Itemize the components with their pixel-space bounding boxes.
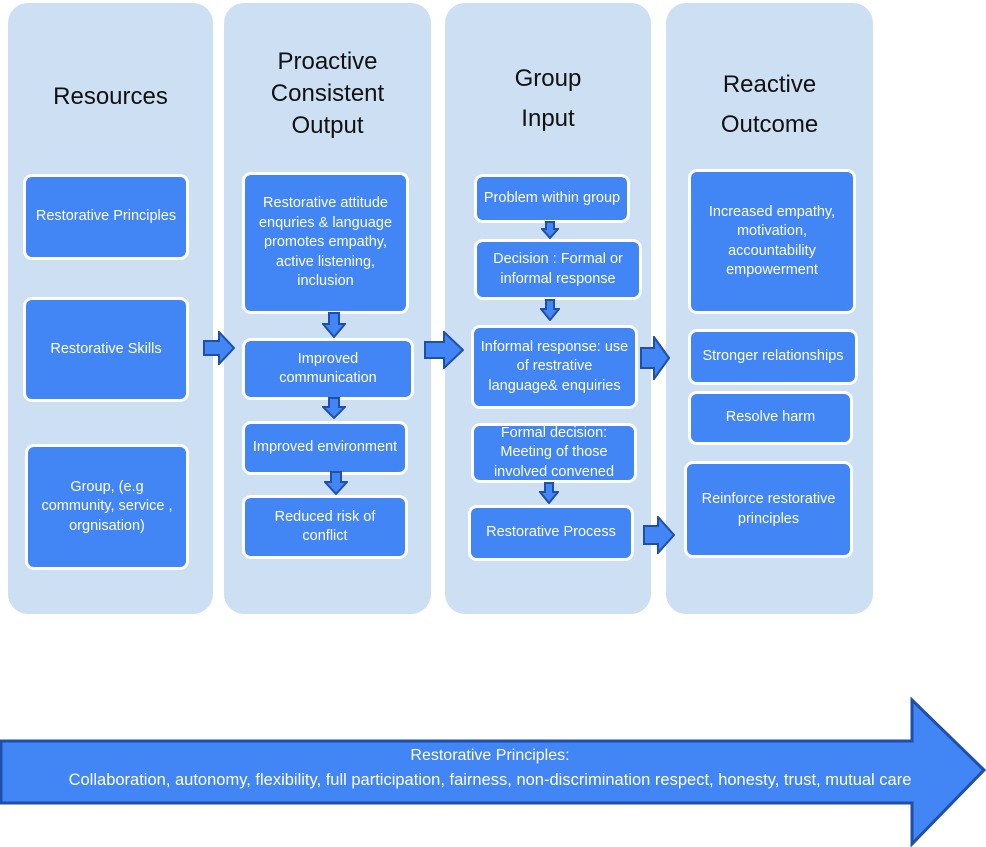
arrow-down-icon bbox=[324, 471, 348, 495]
column-title: Reactive Outcome bbox=[720, 71, 819, 138]
box-formal-decision: Formal decision: Meeting of those involv… bbox=[471, 423, 637, 483]
box-decision: Decision : Formal or informal response bbox=[474, 239, 642, 300]
box-restorative-attitude: Restorative attitude enquries & language… bbox=[242, 172, 409, 314]
arrow-down-icon bbox=[322, 397, 346, 419]
box-group: Group, (e.g community, service , orgnisa… bbox=[25, 444, 189, 570]
column-reactive-outcome: Reactive Outcome Increased empathy, moti… bbox=[666, 3, 873, 614]
banner-title: Restorative Principles: bbox=[410, 747, 570, 764]
arrow-down-icon bbox=[539, 482, 559, 504]
arrow-right-icon bbox=[203, 331, 235, 365]
box-stronger-relationships: Stronger relationships bbox=[688, 329, 858, 385]
column-resources: Resources Restorative Principles Restora… bbox=[8, 3, 213, 614]
arrow-down-icon bbox=[541, 221, 559, 239]
box-reinforce-principles: Reinforce restorative principles bbox=[684, 461, 853, 558]
column-proactive-output: Proactive Consistent Output Restorative … bbox=[224, 3, 431, 614]
box-restorative-principles: Restorative Principles bbox=[23, 174, 189, 260]
column-group-input: Group Input Problem within group Decisio… bbox=[445, 3, 651, 614]
arrow-down-icon bbox=[540, 299, 560, 321]
box-improved-environment: Improved environment bbox=[242, 421, 408, 475]
box-problem-within-group: Problem within group bbox=[474, 174, 630, 223]
arrow-right-icon bbox=[643, 516, 675, 554]
box-informal-response: Informal response: use of restrative lan… bbox=[471, 325, 638, 409]
column-title: Group Input bbox=[514, 65, 582, 132]
box-improved-communication: Improved communication bbox=[242, 338, 414, 400]
arrow-down-icon bbox=[322, 312, 346, 338]
box-resolve-harm: Resolve harm bbox=[688, 391, 853, 445]
box-reduced-risk: Reduced risk of conflict bbox=[242, 495, 408, 559]
restorative-principles-banner: Restorative Principles: Collaboration, a… bbox=[0, 697, 986, 847]
banner-principles: Collaboration, autonomy, flexibility, fu… bbox=[68, 771, 912, 789]
arrow-right-icon bbox=[424, 331, 464, 369]
box-increased-empathy: Increased empathy, motivation, accountab… bbox=[688, 169, 856, 314]
column-title: Proactive Consistent Output bbox=[270, 48, 385, 139]
column-title: Resources bbox=[53, 83, 168, 110]
box-restorative-process: Restorative Process bbox=[468, 505, 634, 561]
box-restorative-skills: Restorative Skills bbox=[23, 297, 189, 402]
arrow-right-icon bbox=[640, 336, 670, 380]
